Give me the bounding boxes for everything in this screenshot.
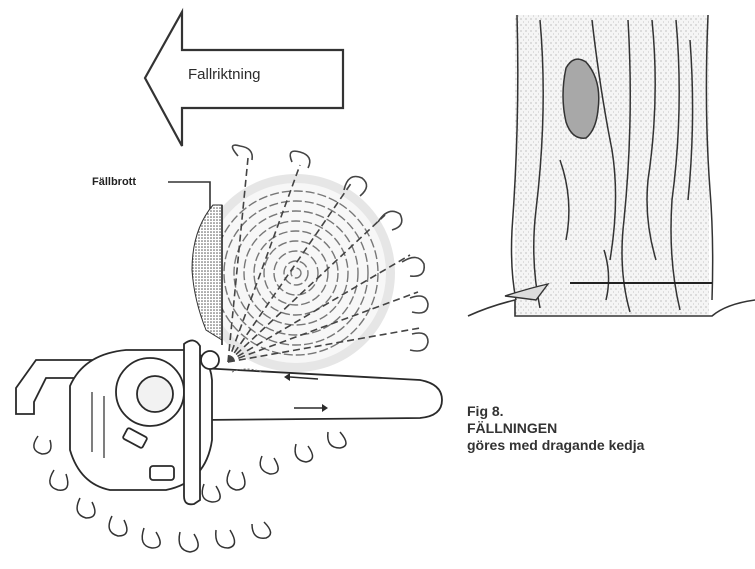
caption-subtitle: göres med dragande kedja [467, 437, 644, 454]
tree-trunk [468, 15, 755, 316]
guide-bar [200, 368, 442, 420]
front-handle [184, 340, 200, 504]
caption-fig-number: Fig 8. [467, 403, 644, 420]
chain-sprocket [201, 351, 219, 369]
log-cross-section [192, 174, 395, 372]
notch-label: Fällbrott [92, 176, 136, 188]
notch-leader-line [168, 182, 210, 212]
felling-direction-label: Fallriktning [188, 66, 261, 83]
caption-title: FÄLLNINGEN [467, 420, 644, 437]
felling-notch [192, 205, 222, 340]
chainsaw [16, 340, 442, 504]
figure-caption: Fig 8. FÄLLNINGEN göres med dragande ked… [467, 403, 644, 454]
